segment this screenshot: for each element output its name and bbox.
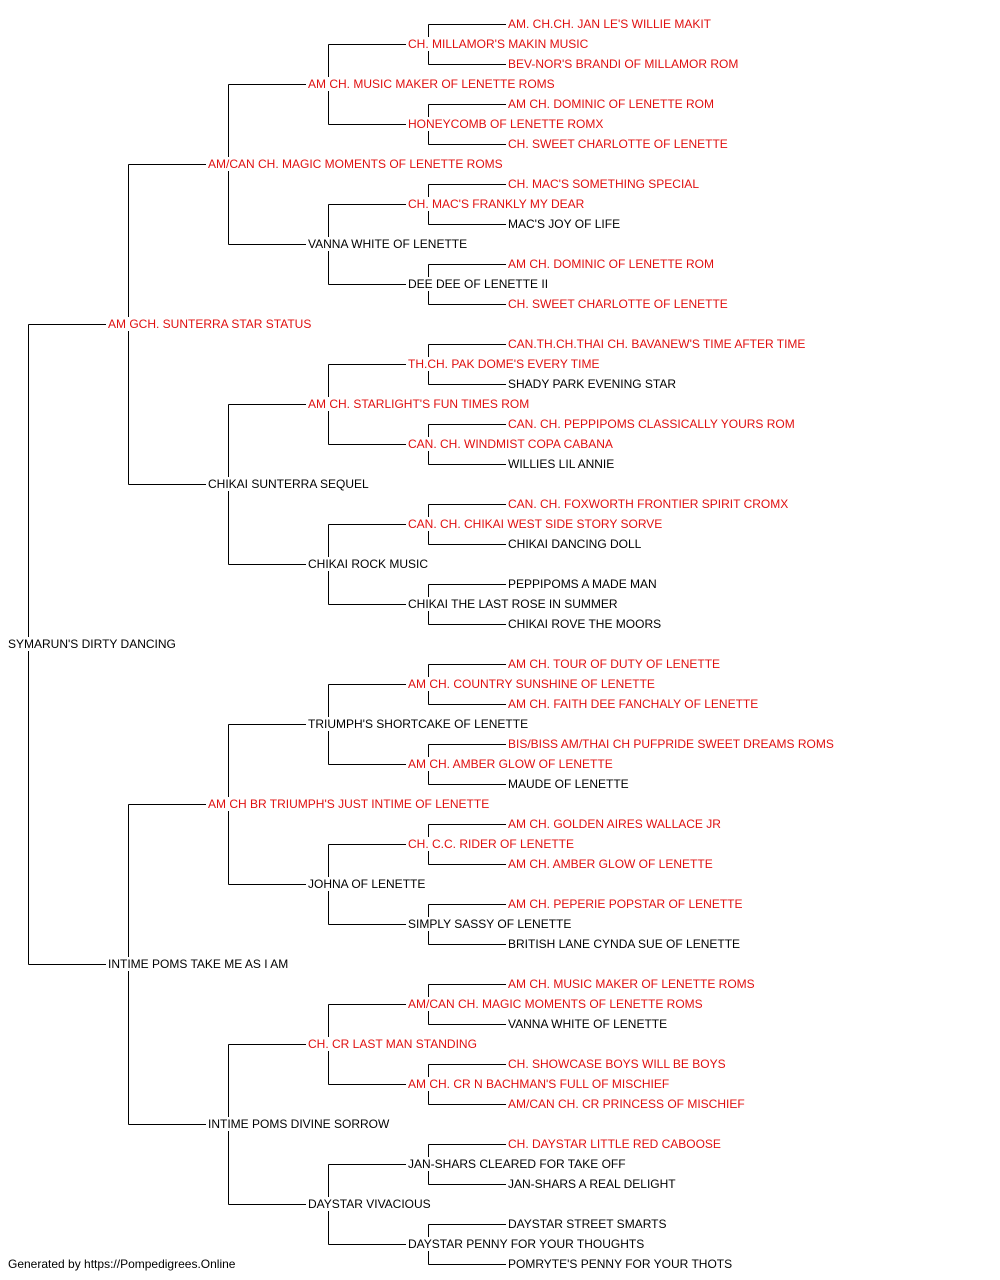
pedigree-name-19: TH.CH. PAK DOME'S EVERY TIME [408, 357, 600, 371]
pedigree-name-24: AM CH. AMBER GLOW OF LENETTE [408, 757, 613, 771]
pedigree-name-61: DAYSTAR STREET SMARTS [508, 1217, 667, 1231]
pedigree-name-38: CH. SWEET CHARLOTTE OF LENETTE [508, 297, 728, 311]
pedigree-name-5: AM CH BR TRIUMPH'S JUST INTIME OF LENETT… [208, 797, 490, 811]
pedigree-name-28: AM CH. CR N BACHMAN'S FULL OF MISCHIEF [408, 1077, 670, 1091]
pedigree-name-55: AM CH. MUSIC MAKER OF LENETTE ROMS [508, 977, 755, 991]
pedigree-name-62: POMRYTE'S PENNY FOR YOUR THOTS [508, 1257, 733, 1271]
pedigree-name-26: SIMPLY SASSY OF LENETTE [408, 917, 572, 931]
pedigree-name-4: CHIKAI SUNTERRA SEQUEL [208, 477, 369, 491]
pedigree-name-17: CH. MAC'S FRANKLY MY DEAR [408, 197, 585, 211]
pedigree-name-34: CH. SWEET CHARLOTTE OF LENETTE [508, 137, 728, 151]
pedigree-name-23: AM CH. COUNTRY SUNSHINE OF LENETTE [408, 677, 655, 691]
pedigree-name-54: BRITISH LANE CYNDA SUE OF LENETTE [508, 937, 741, 951]
pedigree-name-22: CHIKAI THE LAST ROSE IN SUMMER [408, 597, 618, 611]
pedigree-name-15: CH. MILLAMOR'S MAKIN MUSIC [408, 37, 589, 51]
pedigree-name-59: CH. DAYSTAR LITTLE RED CABOOSE [508, 1137, 721, 1151]
footer-credit: Generated by https://Pompedigrees.Online [8, 1257, 236, 1271]
pedigree-name-10: CHIKAI ROCK MUSIC [308, 557, 429, 571]
pedigree-name-31: AM. CH.CH. JAN LE'S WILLIE MAKIT [508, 17, 711, 31]
pedigree-name-30: DAYSTAR PENNY FOR YOUR THOUGHTS [408, 1237, 645, 1251]
pedigree-name-40: SHADY PARK EVENING STAR [508, 377, 677, 391]
pedigree-name-49: BIS/BISS AM/THAI CH PUFPRIDE SWEET DREAM… [508, 737, 834, 751]
pedigree-name-7: AM CH. MUSIC MAKER OF LENETTE ROMS [308, 77, 555, 91]
pedigree-name-11: TRIUMPH'S SHORTCAKE OF LENETTE [308, 717, 529, 731]
pedigree-name-29: JAN-SHARS CLEARED FOR TAKE OFF [408, 1157, 626, 1171]
pedigree-name-56: VANNA WHITE OF LENETTE [508, 1017, 668, 1031]
pedigree-name-6: INTIME POMS DIVINE SORROW [208, 1117, 390, 1131]
pedigree-name-21: CAN. CH. CHIKAI WEST SIDE STORY SORVE [408, 517, 663, 531]
pedigree-name-35: CH. MAC'S SOMETHING SPECIAL [508, 177, 699, 191]
pedigree-name-39: CAN.TH.CH.THAI CH. BAVANEW'S TIME AFTER … [508, 337, 806, 351]
pedigree-name-1: AM GCH. SUNTERRA STAR STATUS [108, 317, 312, 331]
pedigree-name-48: AM CH. FAITH DEE FANCHALY OF LENETTE [508, 697, 759, 711]
pedigree-name-47: AM CH. TOUR OF DUTY OF LENETTE [508, 657, 721, 671]
pedigree-name-18: DEE DEE OF LENETTE II [408, 277, 549, 291]
pedigree-name-51: AM CH. GOLDEN AIRES WALLACE JR [508, 817, 721, 831]
pedigree-name-14: DAYSTAR VIVACIOUS [308, 1197, 431, 1211]
pedigree-name-13: CH. CR LAST MAN STANDING [308, 1037, 477, 1051]
pedigree-name-20: CAN. CH. WINDMIST COPA CABANA [408, 437, 613, 451]
pedigree-name-3: AM/CAN CH. MAGIC MOMENTS OF LENETTE ROMS [208, 157, 503, 171]
pedigree-name-27: AM/CAN CH. MAGIC MOMENTS OF LENETTE ROMS [408, 997, 703, 1011]
pedigree-name-45: PEPPIPOMS A MADE MAN [508, 577, 657, 591]
pedigree-name-57: CH. SHOWCASE BOYS WILL BE BOYS [508, 1057, 726, 1071]
pedigree-name-44: CHIKAI DANCING DOLL [508, 537, 642, 551]
pedigree-name-52: AM CH. AMBER GLOW OF LENETTE [508, 857, 713, 871]
pedigree-name-2: INTIME POMS TAKE ME AS I AM [108, 957, 289, 971]
pedigree-name-32: BEV-NOR'S BRANDI OF MILLAMOR ROM [508, 57, 739, 71]
pedigree-name-0: SYMARUN'S DIRTY DANCING [8, 637, 176, 651]
pedigree-name-25: CH. C.C. RIDER OF LENETTE [408, 837, 575, 851]
pedigree-name-8: VANNA WHITE OF LENETTE [308, 237, 468, 251]
pedigree-name-16: HONEYCOMB OF LENETTE ROMX [408, 117, 604, 131]
pedigree-name-12: JOHNA OF LENETTE [308, 877, 426, 891]
pedigree-name-42: WILLIES LIL ANNIE [508, 457, 615, 471]
pedigree-name-9: AM CH. STARLIGHT'S FUN TIMES ROM [308, 397, 530, 411]
pedigree-name-58: AM/CAN CH. CR PRINCESS OF MISCHIEF [508, 1097, 745, 1111]
pedigree-name-60: JAN-SHARS A REAL DELIGHT [508, 1177, 676, 1191]
pedigree-name-46: CHIKAI ROVE THE MOORS [508, 617, 662, 631]
pedigree-name-43: CAN. CH. FOXWORTH FRONTIER SPIRIT CROMX [508, 497, 789, 511]
pedigree-name-41: CAN. CH. PEPPIPOMS CLASSICALLY YOURS ROM [508, 417, 795, 431]
pedigree-name-36: MAC'S JOY OF LIFE [508, 217, 621, 231]
pedigree-name-50: MAUDE OF LENETTE [508, 777, 629, 791]
pedigree-name-33: AM CH. DOMINIC OF LENETTE ROM [508, 97, 715, 111]
pedigree-name-37: AM CH. DOMINIC OF LENETTE ROM [508, 257, 715, 271]
pedigree-name-53: AM CH. PEPERIE POPSTAR OF LENETTE [508, 897, 743, 911]
